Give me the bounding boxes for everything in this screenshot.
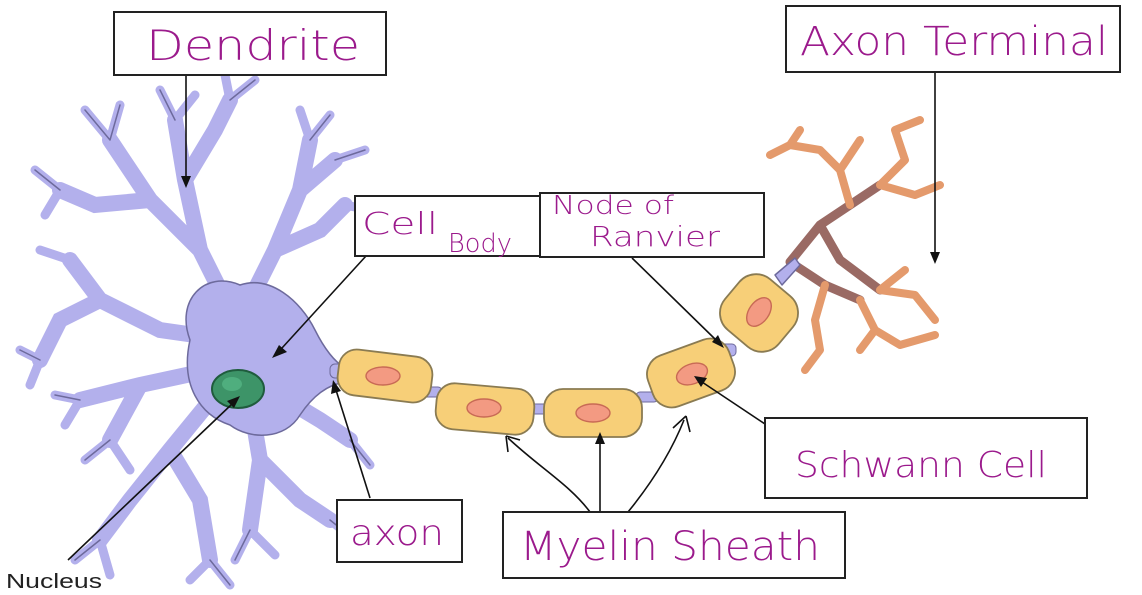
neuron-illustration <box>20 75 940 585</box>
label-axon-text: axon <box>350 513 444 554</box>
schwann-cell-2 <box>434 382 536 436</box>
label-axon: axon <box>337 500 462 562</box>
label-myelin-sheath-text: Myelin Sheath <box>520 524 820 570</box>
label-axon-terminal: Axon Terminal <box>786 6 1120 72</box>
schwann-cell-1 <box>336 347 435 404</box>
label-schwann-cell: Schwann Cell <box>765 418 1087 498</box>
label-node-of-ranvier-line1: Node of <box>552 191 675 221</box>
axon-terminal-branches <box>770 120 940 370</box>
myelinated-axon <box>330 265 807 437</box>
schwann-cell-4 <box>641 333 740 413</box>
label-cell-body-line1: Cell <box>362 207 438 242</box>
label-myelin-sheath: Myelin Sheath <box>503 512 845 578</box>
label-node-of-ranvier: Node of Ranvier <box>540 191 764 257</box>
label-cell-body-line2: Body <box>448 229 512 259</box>
label-axon-terminal-text: Axon Terminal <box>800 19 1108 65</box>
label-node-of-ranvier-line2: Ranvier <box>590 220 721 253</box>
label-nucleus-text: Nucleus <box>6 571 102 593</box>
nucleus-shape <box>212 370 264 408</box>
label-dendrite: Dendrite <box>114 12 386 75</box>
label-schwann-cell-text: Schwann Cell <box>795 445 1047 486</box>
label-cell-body: Cell Body <box>355 196 540 259</box>
label-dendrite-text: Dendrite <box>146 21 360 70</box>
schwann-cell-3 <box>544 389 642 437</box>
